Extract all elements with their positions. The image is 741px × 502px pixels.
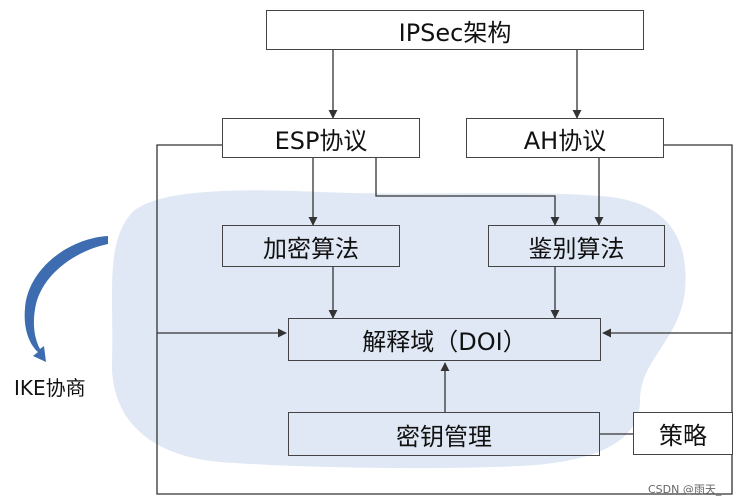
- node-esp-label: ESP协议: [274, 126, 368, 155]
- node-ah: AH协议: [466, 118, 664, 158]
- node-ipsec: IPSec架构: [266, 10, 644, 50]
- node-ipsec-label: IPSec架构: [398, 18, 512, 47]
- node-keymgmt: 密钥管理: [288, 412, 600, 456]
- node-doi-label: 解释域（DOI）: [362, 328, 527, 356]
- node-ah-label: AH协议: [523, 126, 607, 155]
- node-auth: 鉴别算法: [488, 225, 665, 267]
- node-esp: ESP协议: [222, 118, 420, 158]
- watermark: CSDN @雨天_: [648, 483, 722, 496]
- node-policy: 策略: [633, 412, 733, 455]
- node-encrypt: 加密算法: [222, 225, 400, 267]
- curved-arrow-icon: [24, 236, 109, 362]
- outer-frame-line: [156, 144, 733, 495]
- node-auth-label: 鉴别算法: [528, 234, 625, 263]
- node-doi: 解释域（DOI）: [288, 318, 601, 361]
- node-policy-label: 策略: [659, 422, 707, 450]
- edge-esp-auth: [375, 158, 560, 226]
- ike-label: IKE协商: [14, 376, 86, 400]
- node-encrypt-label: 加密算法: [263, 234, 359, 263]
- shaded-region: [111, 190, 686, 469]
- node-keymgmt-label: 密钥管理: [396, 422, 492, 451]
